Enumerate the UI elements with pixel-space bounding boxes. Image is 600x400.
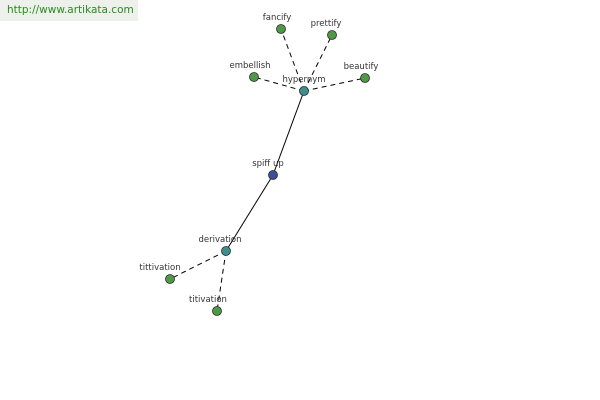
node-dot-prettify[interactable]: [327, 30, 337, 40]
node-label-hypernym: hypernym: [282, 75, 325, 85]
edge-derivation-titivation: [216, 250, 227, 312]
node-titivation[interactable]: titivation: [189, 295, 227, 316]
node-label-spiff-up: spiff up: [252, 159, 284, 169]
node-dot-spiff-up[interactable]: [268, 170, 278, 180]
edge-hypernym-beautify: [303, 77, 366, 92]
node-dot-derivation[interactable]: [221, 246, 231, 256]
edge-hypernym-prettify: [303, 34, 333, 92]
edge-spiff-up-hypernym: [272, 90, 305, 176]
edge-derivation-tittivation: [169, 250, 227, 280]
node-tittivation[interactable]: tittivation: [139, 263, 181, 284]
node-label-fancify: fancify: [263, 13, 292, 23]
edge-spiff-up-derivation: [225, 174, 274, 252]
edge-layer: [169, 28, 366, 312]
node-label-derivation: derivation: [198, 235, 241, 245]
node-dot-fancify[interactable]: [276, 24, 286, 34]
node-label-embellish: embellish: [229, 61, 270, 71]
node-dot-titivation[interactable]: [212, 306, 222, 316]
node-dot-embellish[interactable]: [249, 72, 259, 82]
node-prettify[interactable]: prettify: [311, 19, 342, 40]
node-label-titivation: titivation: [189, 295, 227, 305]
node-dot-tittivation[interactable]: [165, 274, 175, 284]
node-embellish[interactable]: embellish: [229, 61, 271, 82]
node-fancify[interactable]: fancify: [263, 13, 292, 34]
node-label-tittivation: tittivation: [139, 263, 180, 273]
node-beautify[interactable]: beautify: [344, 62, 379, 83]
node-hypernym[interactable]: hypernym: [282, 75, 326, 96]
node-label-beautify: beautify: [344, 62, 379, 72]
node-dot-beautify[interactable]: [360, 73, 370, 83]
node-derivation[interactable]: derivation: [198, 235, 242, 256]
site-url-link[interactable]: http://www.artikata.com: [7, 4, 134, 16]
node-dot-hypernym[interactable]: [299, 86, 309, 96]
edge-hypernym-fancify: [280, 28, 305, 92]
node-spiff-up[interactable]: spiff up: [252, 159, 284, 180]
site-banner: http://www.artikata.com: [0, 0, 138, 21]
node-layer: spiff up hypernym derivation fancify prettif…: [139, 13, 378, 316]
node-label-prettify: prettify: [311, 19, 342, 29]
